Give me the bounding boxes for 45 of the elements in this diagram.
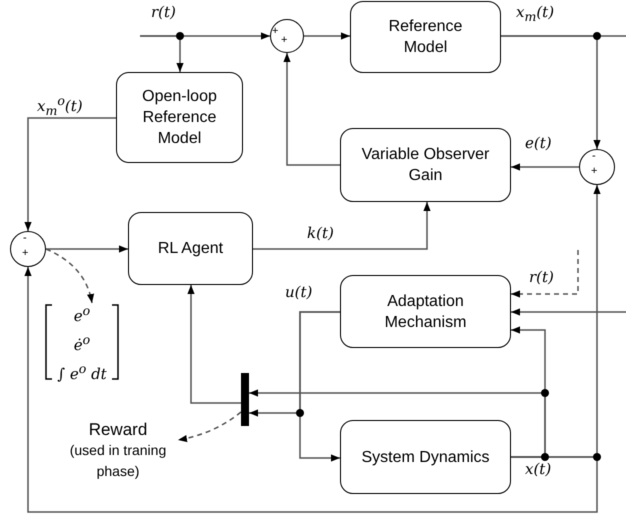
vector-entry: ∫ e$^{o}$ dt <box>57 360 107 384</box>
arrow <box>511 308 626 316</box>
arrow <box>249 389 546 458</box>
arrow <box>178 411 242 442</box>
process-box: System Dynamics <box>340 420 511 494</box>
signal-label: r(t) <box>528 268 555 286</box>
vector-entry: ė$^{o}$ <box>74 330 90 356</box>
arrow <box>24 117 116 231</box>
arrow <box>140 35 184 72</box>
arrow <box>24 267 598 513</box>
sign-symbol: + <box>281 35 288 46</box>
arrow <box>187 285 241 404</box>
process-box: Reference Model <box>350 1 501 73</box>
process-box: Open-loop Reference Model <box>116 72 243 163</box>
summing-junction <box>579 149 615 185</box>
summing-junction <box>270 19 304 53</box>
summing-junction <box>10 231 46 267</box>
sign-symbol: - <box>23 233 27 244</box>
arrow <box>253 202 431 250</box>
arrow <box>46 245 128 253</box>
arrow <box>46 248 94 304</box>
signal-label: x$_{m}$$^{o}$(t) <box>36 92 84 120</box>
arrow <box>511 163 579 171</box>
process-box: RL Agent <box>128 212 253 285</box>
reward-note: (used in traning phase) <box>68 440 168 481</box>
reward-heading: Reward <box>88 418 148 440</box>
sign-symbol: + <box>22 248 28 259</box>
signal-label: u(t) <box>284 283 314 301</box>
sign-symbol: + <box>591 166 598 177</box>
signal-label: e(t) <box>524 134 553 152</box>
sign-symbol: - <box>592 151 596 162</box>
arrow <box>304 32 350 40</box>
process-box: Variable Observer Gain <box>340 128 511 202</box>
signal-label: x$_{m}$(t) <box>515 3 556 26</box>
multiplexer-bar <box>241 373 249 426</box>
signal-line <box>501 35 626 37</box>
arrow <box>249 311 340 417</box>
process-box: Adaptation Mechanism <box>340 275 511 348</box>
vector-entry: e$^{o}$ <box>74 302 90 326</box>
signal-label: r(t) <box>150 3 177 21</box>
arrow <box>283 53 340 166</box>
sign-symbol: + <box>272 26 278 37</box>
signal-label: k(t) <box>306 224 335 242</box>
arrow <box>511 250 579 298</box>
signal-label: x(t) <box>524 460 552 478</box>
